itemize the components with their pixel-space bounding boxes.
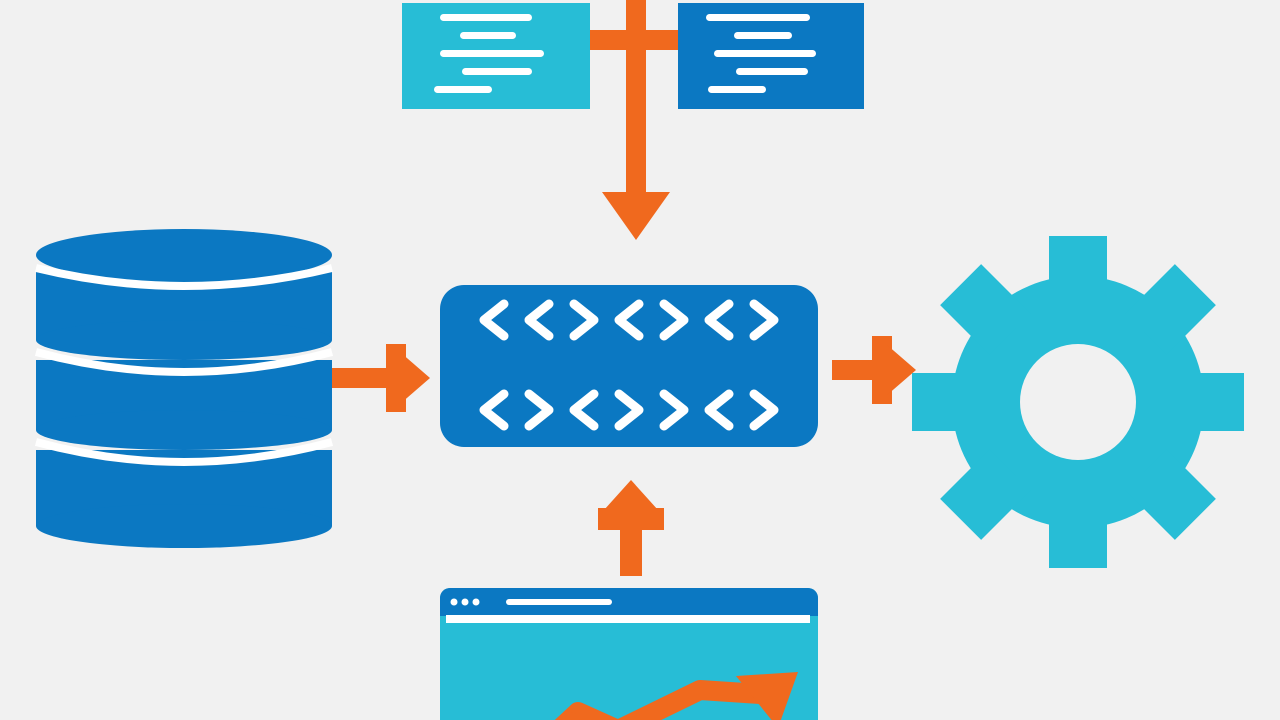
code-row-1 [479, 299, 779, 341]
document-left-icon [402, 3, 590, 109]
code-glyph [749, 389, 779, 431]
gear-tooth [1049, 236, 1107, 306]
code-glyph [524, 389, 554, 431]
code-glyph [659, 299, 689, 341]
gear-tooth [1049, 498, 1107, 568]
code-glyph [659, 389, 689, 431]
code-glyph [569, 389, 599, 431]
code-row-2 [479, 389, 779, 431]
gear-tooth [912, 373, 982, 431]
gear-tooth [1125, 449, 1216, 540]
code-glyph [749, 299, 779, 341]
code-panel [440, 285, 818, 447]
trend-arrow-icon [554, 672, 798, 720]
database-icon [34, 229, 334, 548]
browser-window-icon [440, 588, 818, 720]
gear-tooth [940, 449, 1031, 540]
arrow-database-to-code [332, 344, 430, 412]
code-glyph [704, 389, 734, 431]
code-glyph [704, 299, 734, 341]
arrow-browser-to-code [598, 480, 664, 576]
gear-tooth [1174, 373, 1244, 431]
code-glyph [524, 299, 554, 341]
code-glyph [479, 299, 509, 341]
code-glyph [479, 389, 509, 431]
gear-tooth [940, 264, 1031, 355]
code-glyph [614, 299, 644, 341]
gear-icon [912, 236, 1244, 568]
arrow-code-to-gear [832, 336, 916, 404]
code-glyph [614, 389, 644, 431]
gear-tooth [1125, 264, 1216, 355]
code-glyph [569, 299, 599, 341]
document-right-icon [678, 3, 864, 109]
arrow-documents-to-code [588, 0, 680, 240]
